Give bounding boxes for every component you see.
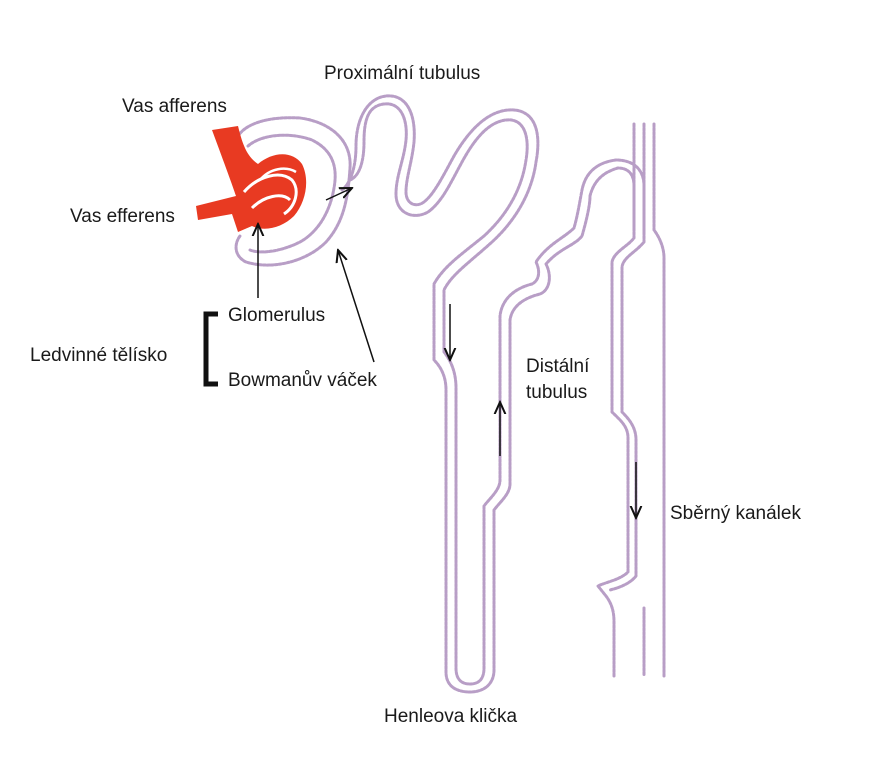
label-glomerulus: Glomerulus [228,305,326,326]
collecting-duct-left-2 [608,122,646,592]
flow-arrow-proximal [325,188,352,201]
collecting-duct-left [596,122,636,678]
vas-afferens-vessel [196,126,307,232]
label-collecting-duct: Sběrný kanálek [670,503,801,524]
proximal-tubule-inner [340,94,646,686]
label-bowman-capsule: Bowmanův váček [228,370,377,391]
label-distal-tubule-line1: Distální [526,356,590,377]
glomerulus-loop-2 [250,194,292,210]
collecting-duct-right [652,122,666,678]
proximal-tubule-outer [348,102,636,694]
label-vas-afferens: Vas afferens [122,96,227,117]
label-vas-efferens: Vas efferens [70,206,175,227]
glomerulus-loop-1 [242,173,298,216]
label-distal-tubule-line2: tubulus [526,382,588,403]
blood-vessels [196,126,307,232]
label-loop-of-henle: Henleova klička [384,706,518,727]
bowman-capsule-outer [234,116,352,267]
glomerulus-loop-3 [259,167,297,181]
bowman-capsule-inner [246,133,337,254]
label-proximal-tubule: Proximální tubulus [324,63,481,84]
renal-corpuscle-bracket [203,311,218,387]
label-renal-corpuscle: Ledvinné tělísko [30,345,168,366]
pointer-bowman [338,250,375,363]
